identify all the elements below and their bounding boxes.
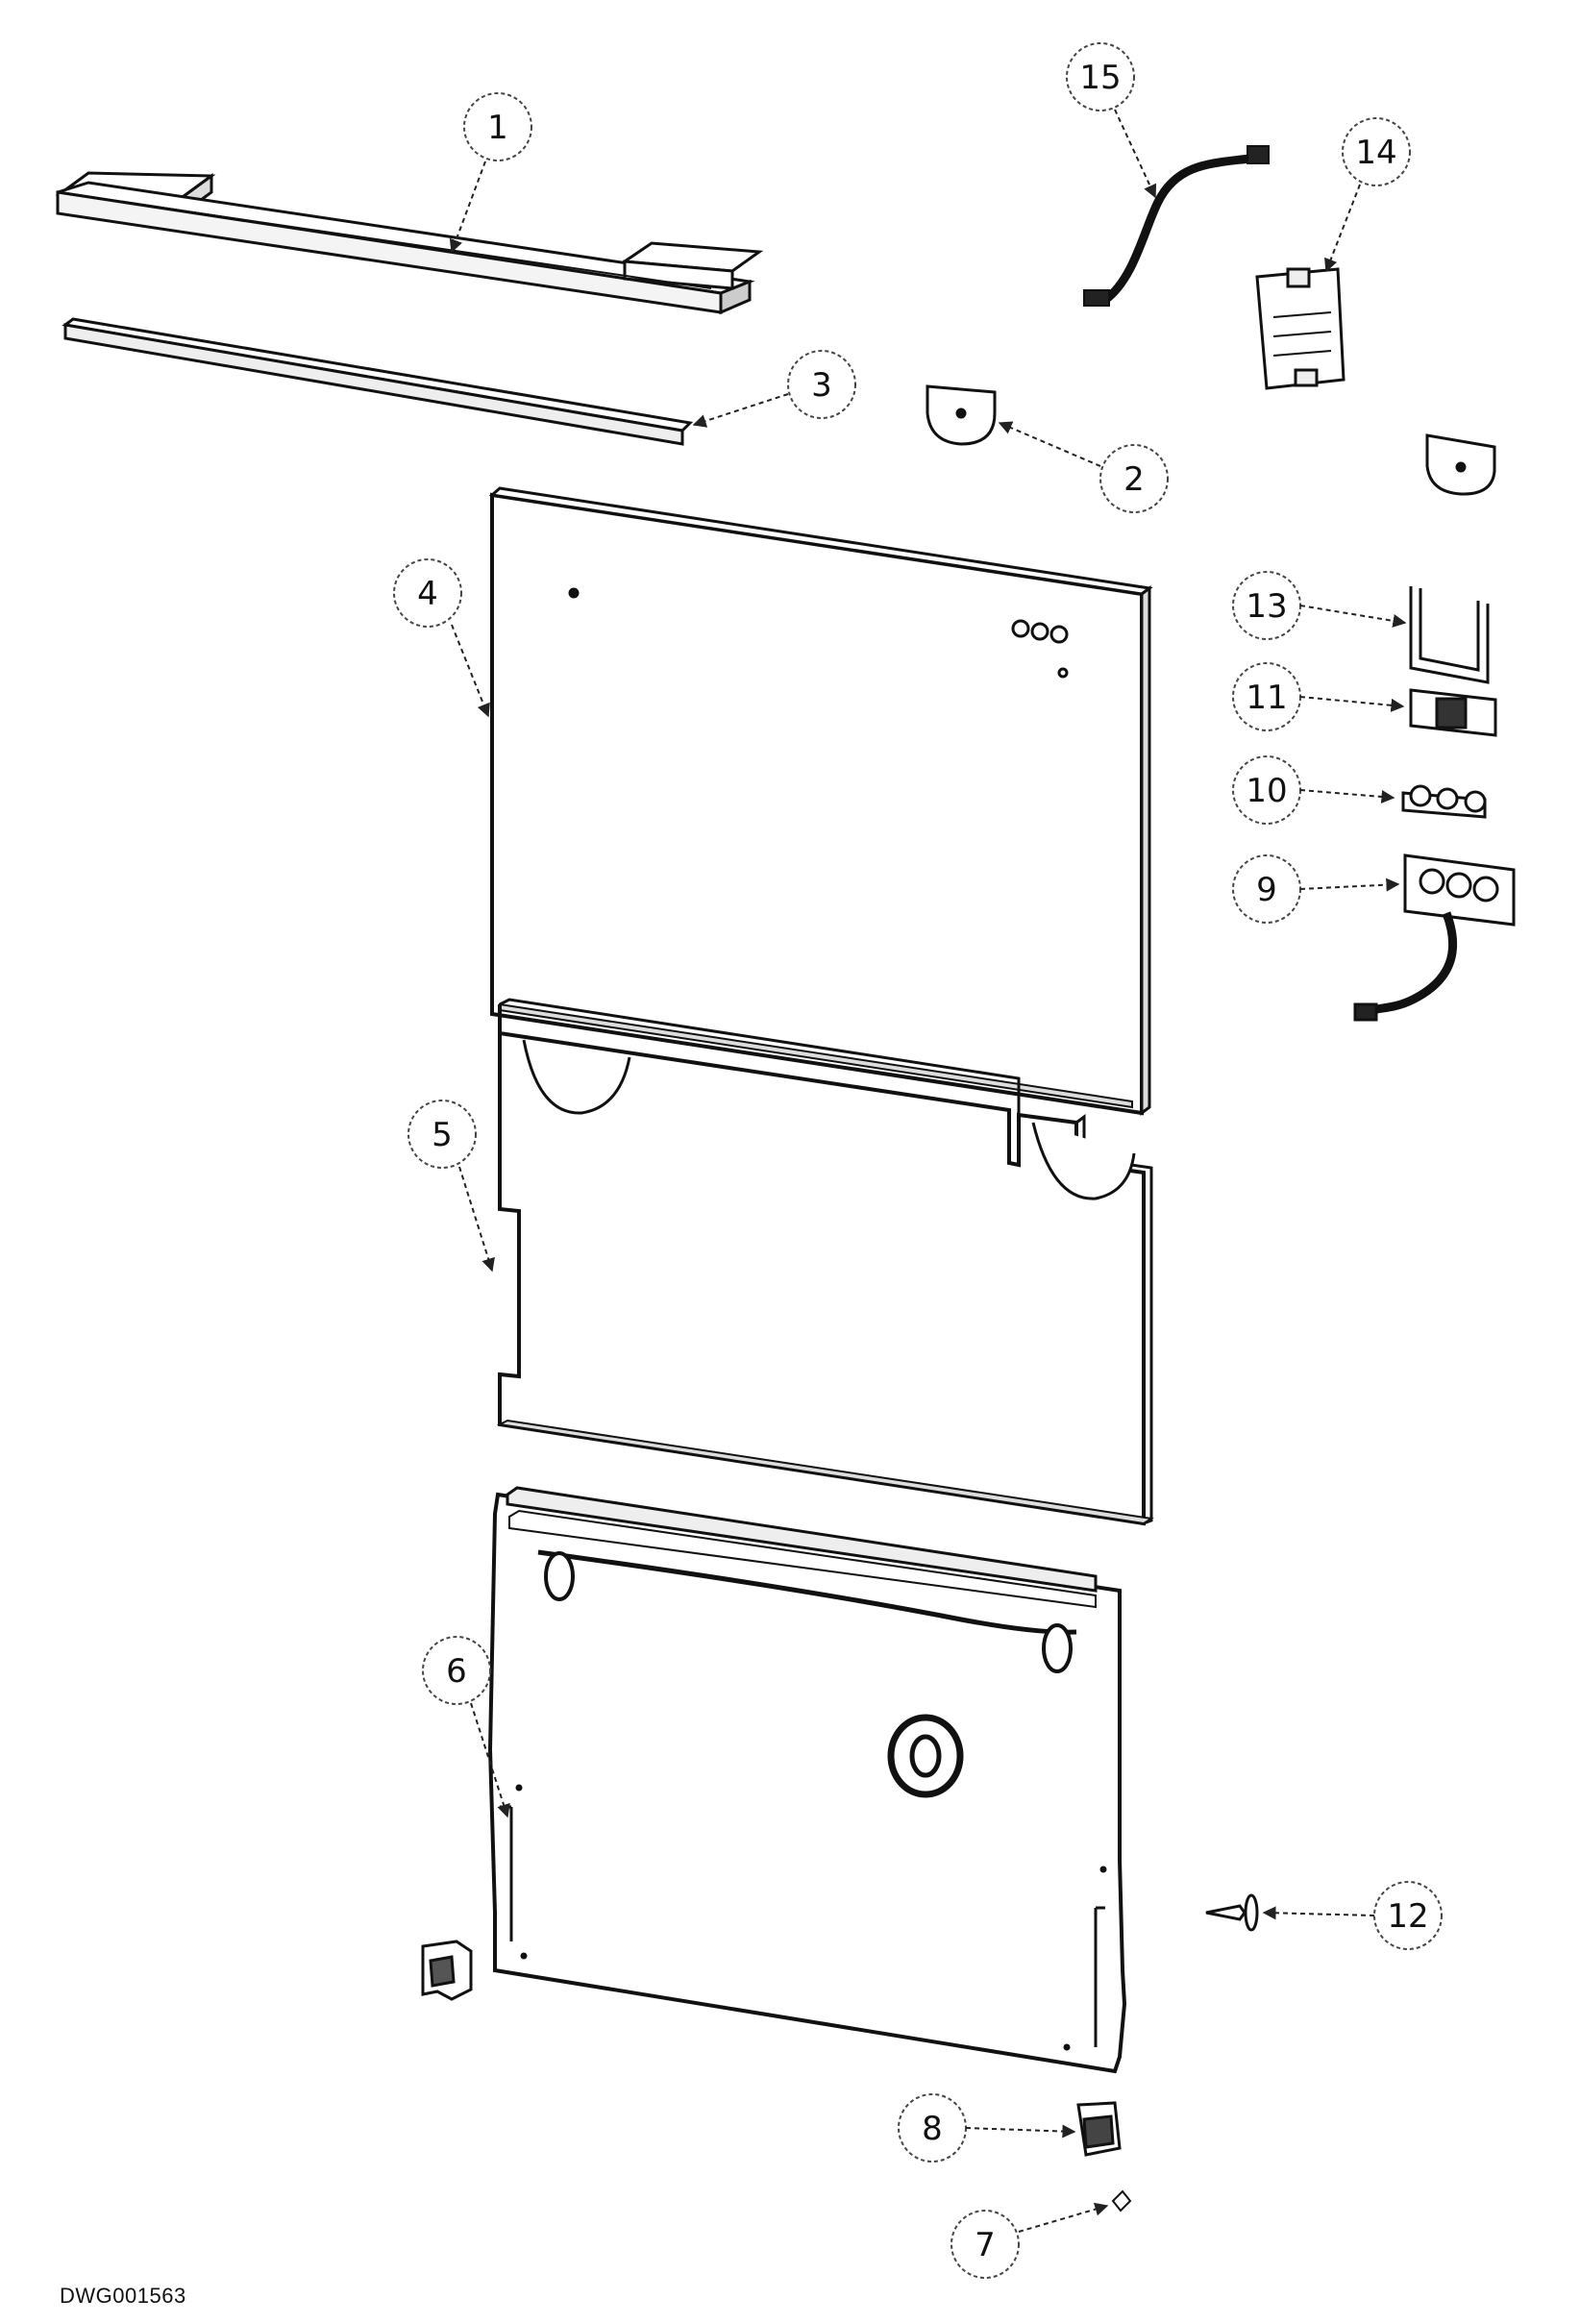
part-12-screw bbox=[1205, 1893, 1259, 1932]
part-corner-bracket bbox=[421, 1940, 473, 2001]
callout-2-label: 2 bbox=[1123, 460, 1145, 499]
part-7-small-clip bbox=[1111, 2189, 1132, 2213]
callout-7: 7 bbox=[950, 2202, 1109, 2279]
part-15-wire-harness bbox=[1083, 145, 1270, 307]
part-13-clip bbox=[1409, 586, 1490, 684]
callout-14-label: 14 bbox=[1355, 134, 1396, 172]
part-3-strip bbox=[62, 317, 694, 446]
callout-10: 10 bbox=[1232, 755, 1395, 825]
callout-8-label: 8 bbox=[922, 2110, 943, 2148]
callout-1: 1 bbox=[449, 92, 532, 254]
callout-15-label: 15 bbox=[1079, 59, 1121, 97]
callout-3-label: 3 bbox=[811, 366, 832, 405]
callout-9: 9 bbox=[1232, 854, 1400, 924]
part-5-insulation-panel bbox=[496, 998, 1154, 1526]
callout-8: 8 bbox=[898, 2093, 1076, 2163]
part-2-end-cap bbox=[926, 384, 997, 446]
part-10-knob-set bbox=[1401, 784, 1487, 819]
callout-12-label: 12 bbox=[1387, 1897, 1428, 1936]
callout-5-label: 5 bbox=[432, 1116, 453, 1154]
callout-3: 3 bbox=[692, 350, 856, 428]
part-4-front-panel bbox=[488, 486, 1153, 1116]
part-14-module bbox=[1255, 267, 1345, 390]
callout-2: 2 bbox=[998, 421, 1169, 513]
callout-10-label: 10 bbox=[1246, 772, 1287, 810]
callout-15: 15 bbox=[1066, 42, 1157, 199]
callout-12: 12 bbox=[1262, 1881, 1443, 1950]
callout-11: 11 bbox=[1232, 662, 1405, 731]
part-1-handle bbox=[55, 171, 764, 315]
callout-13-label: 13 bbox=[1246, 587, 1287, 626]
part-9-control-board bbox=[1353, 853, 1516, 1022]
callout-4-label: 4 bbox=[417, 575, 438, 613]
callout-9-label: 9 bbox=[1256, 871, 1277, 909]
callout-1-label: 1 bbox=[487, 109, 508, 147]
part-6-inner-liner bbox=[487, 1486, 1127, 2074]
callout-5: 5 bbox=[407, 1100, 495, 1273]
callout-6: 6 bbox=[422, 1636, 510, 1818]
part-8-bracket bbox=[1076, 2101, 1122, 2157]
callout-7-label: 7 bbox=[975, 2226, 996, 2264]
callout-11-label: 11 bbox=[1246, 679, 1287, 717]
part-2-end-cap-duplicate bbox=[1425, 433, 1496, 496]
callout-13: 13 bbox=[1232, 571, 1407, 640]
drawing-id: DWG001563 bbox=[60, 2284, 186, 2308]
callout-4: 4 bbox=[393, 558, 490, 718]
callout-6-label: 6 bbox=[446, 1652, 467, 1691]
part-11-switch bbox=[1409, 688, 1497, 737]
callout-14: 14 bbox=[1324, 117, 1411, 273]
